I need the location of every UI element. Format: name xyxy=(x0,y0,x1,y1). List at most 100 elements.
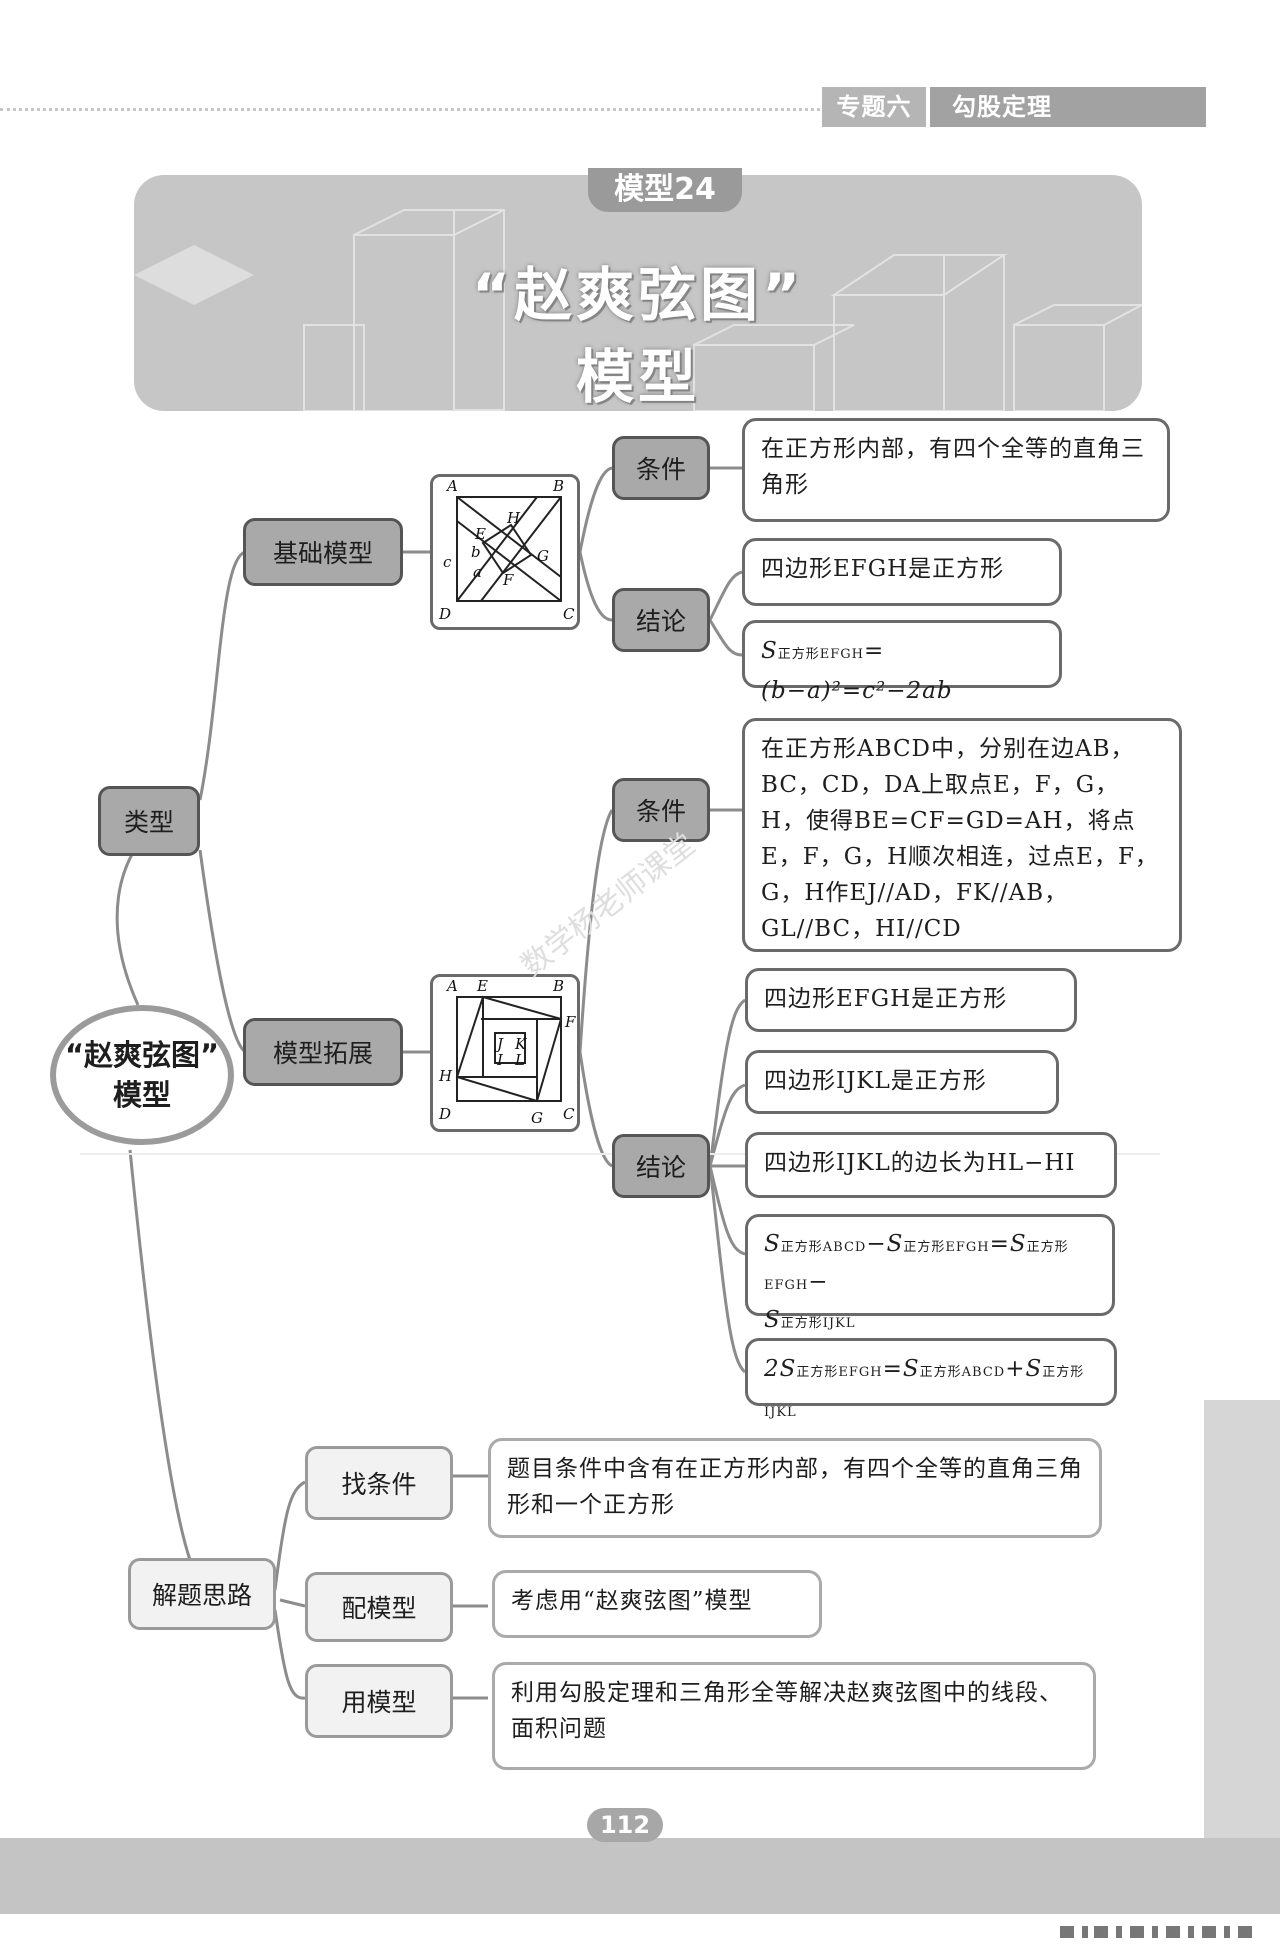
connector-diagram-conclusion2 xyxy=(578,1051,613,1168)
step-find-conditions-box: 题目条件中含有在正方形内部，有四个全等的直角三角形和一个正方形 xyxy=(488,1438,1102,1538)
connector-approach-step1 xyxy=(273,1480,306,1591)
connector-approach-step2 xyxy=(279,1598,306,1608)
connector-types-extended xyxy=(198,849,247,1054)
ext-label-E: E xyxy=(476,977,488,995)
right-edge-band xyxy=(1204,1400,1280,1840)
extended-conclusion-box-1: 四边形EFGH是正方形 xyxy=(745,968,1077,1032)
basic-condition-box: 在正方形内部，有四个全等的直角三角形 xyxy=(742,418,1170,522)
ext-label-G: G xyxy=(531,1109,543,1127)
extended-model-diagram: A E B F C G D H J K I L xyxy=(430,974,580,1132)
connector-approach-step3 xyxy=(273,1609,306,1700)
c4-sub1: 正方形ABCD xyxy=(780,1240,867,1255)
extended-condition-node: 条件 xyxy=(612,778,710,842)
basic-area-symbol: S xyxy=(761,638,778,664)
basic-label-c: c xyxy=(443,553,452,571)
connector-diagram-condition1 xyxy=(578,466,613,553)
connector-conclusion1-box2 xyxy=(708,619,743,657)
basic-area-subscript: 正方形EFGH xyxy=(777,647,864,662)
title-banner xyxy=(134,175,1142,411)
basic-conclusion-node: 结论 xyxy=(612,588,710,652)
connector-conclusion2-box5 xyxy=(708,1165,747,1374)
ext-label-I: I xyxy=(496,1051,504,1069)
ext-label-C: C xyxy=(563,1105,575,1123)
basic-label-C: C xyxy=(563,605,575,623)
root-line1: “赵爽弦图” xyxy=(64,1038,220,1072)
chapter-title-tab: 勾股定理 xyxy=(930,87,1206,127)
c4-sub2: 正方形EFGH xyxy=(903,1240,990,1255)
step-find-conditions-node: 找条件 xyxy=(305,1446,453,1520)
c5-op2: +S xyxy=(1005,1356,1043,1382)
step-use-model-box: 利用勾股定理和三角形全等解决赵爽弦图中的线段、面积问题 xyxy=(492,1662,1096,1770)
basic-label-A: A xyxy=(445,477,458,495)
extended-conclusion-box-2: 四边形IJKL是正方形 xyxy=(745,1050,1059,1114)
connector-root-types xyxy=(115,828,152,1006)
c4-s1: S xyxy=(764,1231,781,1257)
approach-node: 解题思路 xyxy=(128,1558,276,1630)
ext-label-L: L xyxy=(514,1051,525,1069)
ext-label-D: D xyxy=(438,1105,451,1123)
banner-title-line1: “赵爽弦图” xyxy=(471,261,805,329)
c5-s1: 2S xyxy=(764,1356,797,1382)
basic-label-G: G xyxy=(537,547,549,565)
basic-diagram-svg: A B C D E F G H a b c xyxy=(438,477,575,623)
c4-sub3: 正方形EFGH xyxy=(764,1240,1069,1293)
c5-op1: =S xyxy=(882,1356,920,1382)
basic-model-node: 基础模型 xyxy=(243,518,403,586)
c4-s2: S xyxy=(764,1307,781,1333)
extended-conclusion-box-4: S正方形ABCD−S正方形EFGH=S正方形EFGH− S正方形IJKL xyxy=(745,1214,1115,1333)
basic-label-a: a xyxy=(473,563,482,581)
basic-label-E: E xyxy=(474,525,486,543)
connector-diagram-condition2 xyxy=(578,809,614,1053)
ext-label-F: F xyxy=(564,1013,576,1031)
types-node: 类型 xyxy=(98,786,200,856)
connector-types-basic xyxy=(198,550,246,801)
root-line2: 模型 xyxy=(112,1078,171,1112)
c4-sub4: 正方形IJKL xyxy=(780,1316,856,1331)
ext-label-J: J xyxy=(494,1035,504,1053)
step-use-model-node: 用模型 xyxy=(305,1664,453,1738)
basic-label-F: F xyxy=(502,571,514,589)
extended-conclusion-node: 结论 xyxy=(612,1134,710,1198)
page-number: 112 xyxy=(587,1808,663,1842)
extended-condition-box: 在正方形ABCD中，分别在边AB，BC，CD，DA上取点E，F，G，H，使得BE… xyxy=(742,718,1182,952)
ext-label-K: K xyxy=(514,1035,527,1053)
connector-conclusion2-box2 xyxy=(708,1083,746,1167)
c5-sub3: 正方形IJKL xyxy=(764,1365,1085,1420)
basic-label-D: D xyxy=(438,605,451,623)
basic-conclusion-box-2: S正方形EFGH=(b−a)²=c²−2ab xyxy=(742,620,1062,704)
c4-op1: −S xyxy=(866,1231,904,1257)
connector-conclusion2-box1 xyxy=(708,998,746,1167)
step-match-model-node: 配模型 xyxy=(305,1572,453,1642)
basic-model-diagram: A B C D E F G H a b c xyxy=(430,474,580,630)
edge-mark-strip xyxy=(1060,1926,1252,1938)
banner-building-art xyxy=(134,209,1142,411)
c5-sub2: 正方形ABCD xyxy=(919,1365,1006,1380)
banner-title-line2: 模型 xyxy=(575,343,700,411)
extended-conclusion-box-5: 2S正方形EFGH=S正方形ABCD+S正方形IJKL xyxy=(745,1338,1117,1420)
ext-label-H: H xyxy=(438,1067,453,1085)
c5-sub1: 正方形EFGH xyxy=(796,1365,883,1380)
connector-conclusion2-box4 xyxy=(708,1165,746,1256)
step-match-model-box: 考虑用“赵爽弦图”模型 xyxy=(492,1570,822,1638)
chapter-tab: 专题六 xyxy=(822,87,926,127)
header-dotted-rule xyxy=(0,108,820,111)
connector-conclusion1-box1 xyxy=(708,570,743,621)
extended-diagram-svg: A E B F C G D H J K I L xyxy=(438,977,576,1127)
basic-label-B: B xyxy=(552,477,564,495)
root-node: “赵爽弦图” 模型 xyxy=(50,1005,234,1145)
basic-condition-node: 条件 xyxy=(612,436,710,500)
c4-op2: =S xyxy=(989,1231,1027,1257)
extended-model-node: 模型拓展 xyxy=(243,1018,403,1086)
extended-conclusion-box-3: 四边形IJKL的边长为HL−HI xyxy=(745,1132,1117,1198)
basic-area-formula: =(b−a)²=c²−2ab xyxy=(761,638,953,704)
ext-label-B: B xyxy=(552,977,564,995)
basic-label-b: b xyxy=(471,543,481,561)
connector-root-approach xyxy=(128,1149,192,1561)
ext-label-A: A xyxy=(445,977,458,995)
model-number-tag: 模型24 xyxy=(588,168,742,212)
basic-label-H: H xyxy=(506,509,521,527)
c4-op3: − xyxy=(808,1269,829,1295)
basic-conclusion-box-1: 四边形EFGH是正方形 xyxy=(742,538,1062,606)
footer-band xyxy=(0,1838,1280,1914)
